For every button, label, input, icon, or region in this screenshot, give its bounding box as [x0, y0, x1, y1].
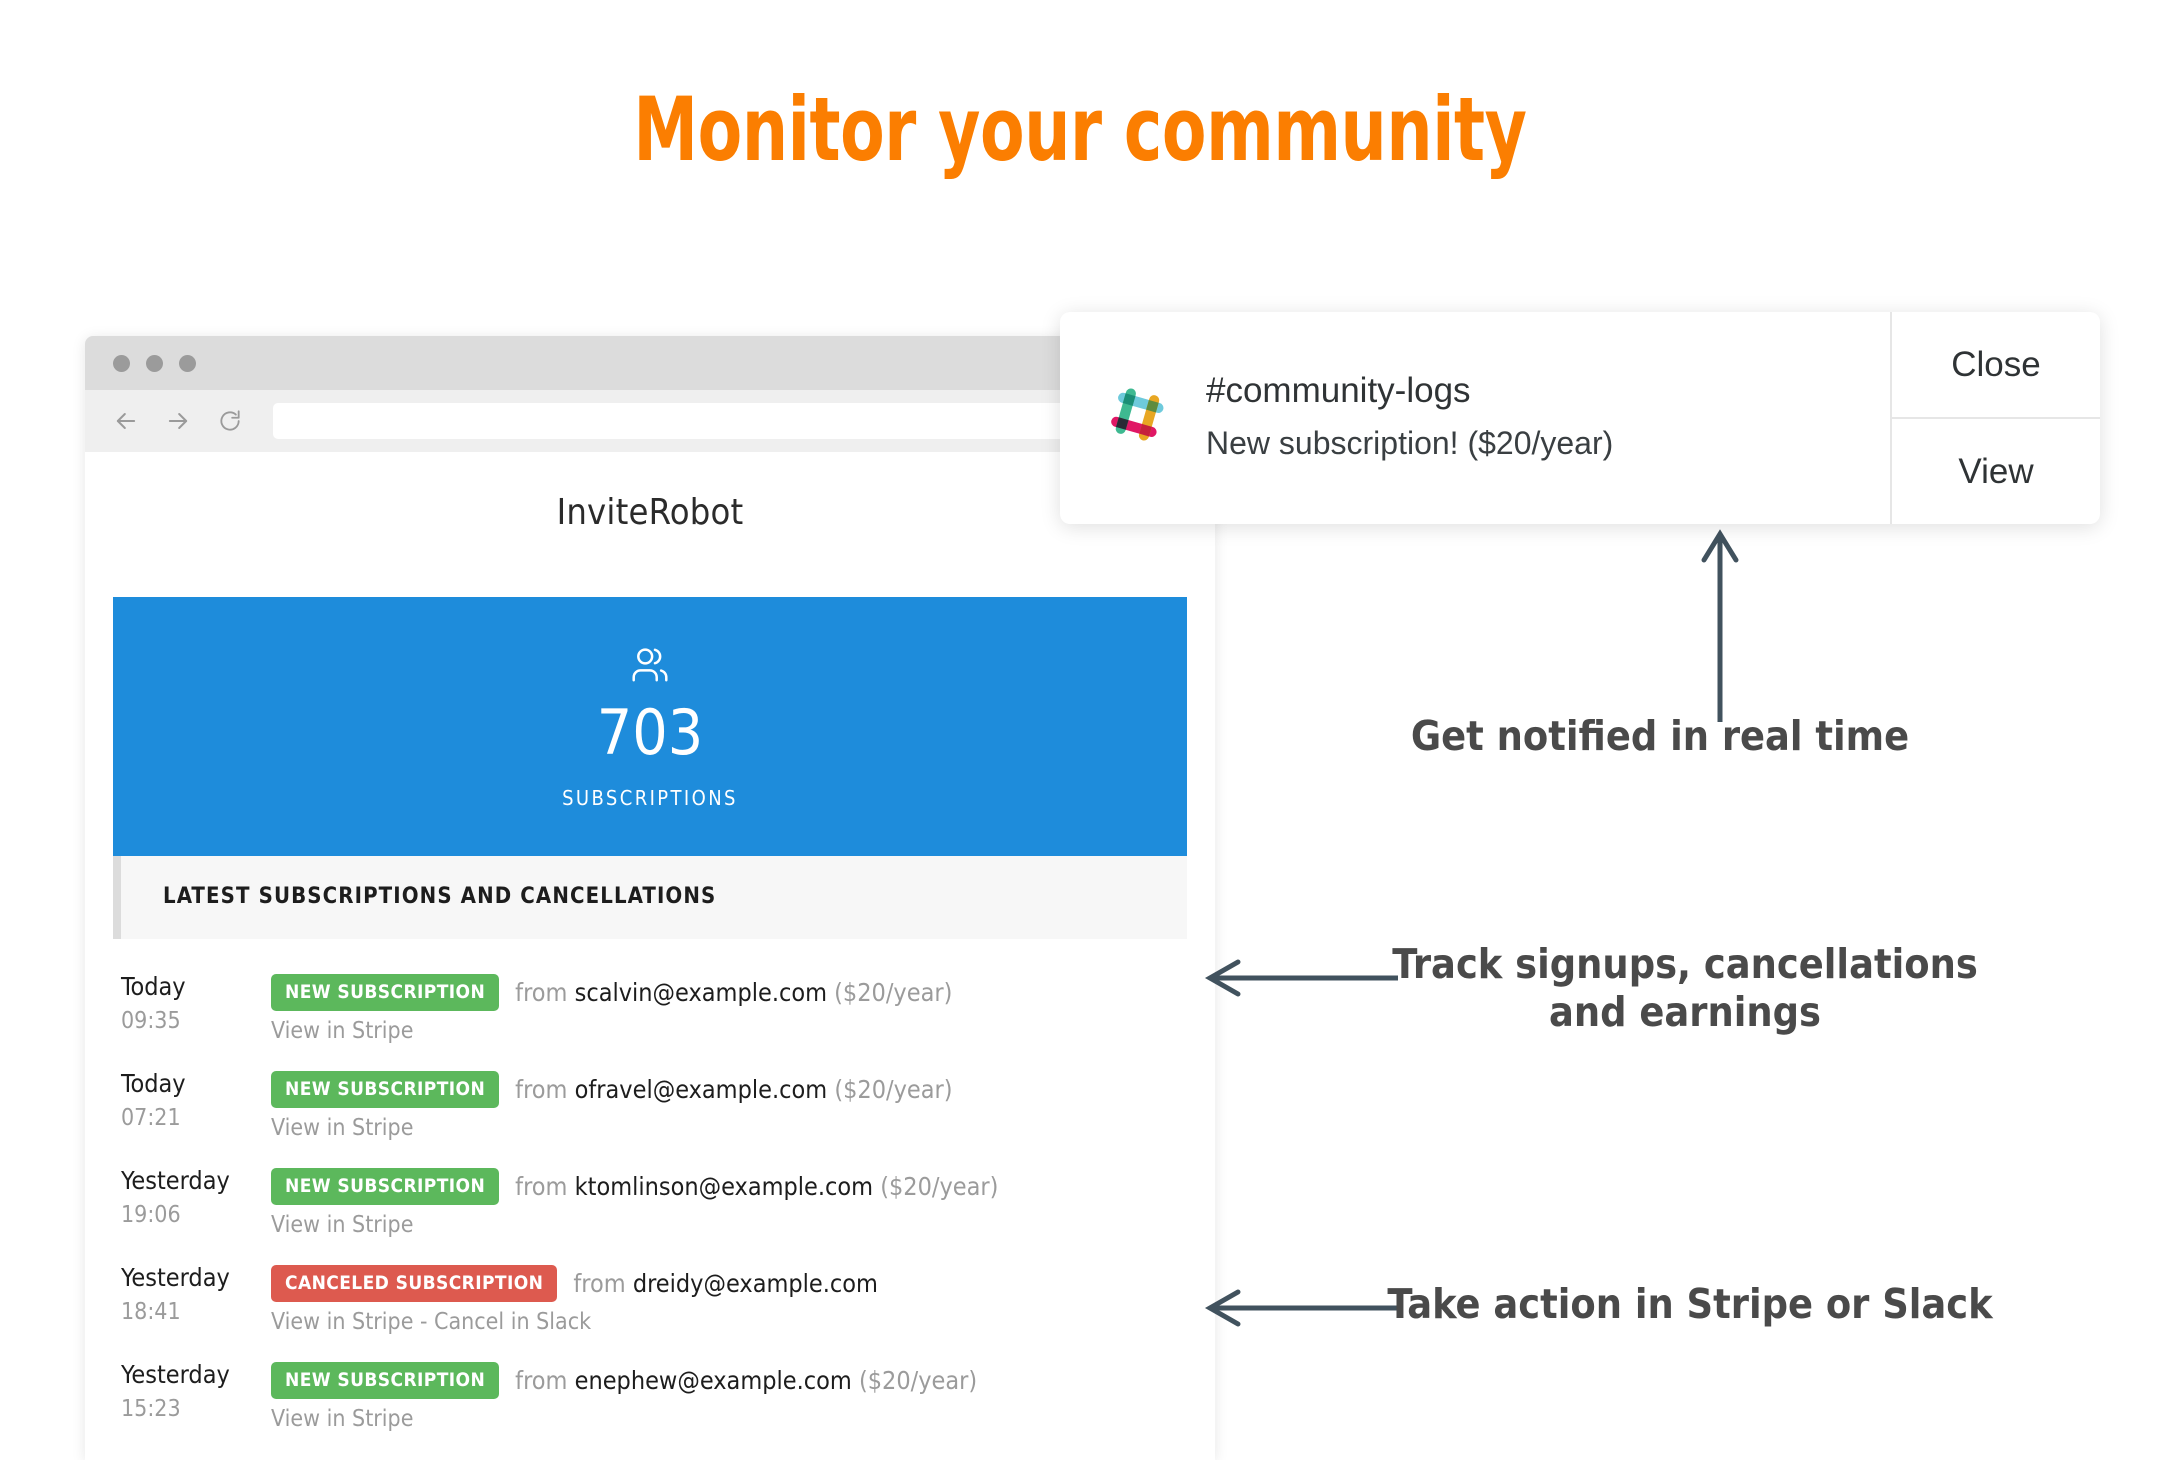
list-item[interactable]: Today 07:21 NEW SUBSCRIPTION from ofrave…: [121, 1069, 1179, 1141]
stat-value: 703: [596, 696, 704, 769]
event-day: Today: [121, 1069, 186, 1098]
slack-icon: [1098, 377, 1176, 460]
stat-label: SUBSCRIPTIONS: [562, 786, 738, 810]
event-email: enephew@example.com: [574, 1366, 852, 1395]
arrow-left-to-cancel-row: [1204, 1289, 1398, 1327]
event-amount: ($20/year): [834, 978, 953, 1007]
event-day: Today: [121, 972, 186, 1001]
event-description: from scalvin@example.com ($20/year): [515, 978, 952, 1007]
event-email: scalvin@example.com: [574, 978, 827, 1007]
url-input[interactable]: [273, 403, 1189, 439]
view-button[interactable]: View: [1892, 417, 2100, 524]
arrow-up-to-notification: [1701, 529, 1739, 722]
event-from: from: [515, 1172, 568, 1201]
reload-icon[interactable]: [215, 406, 245, 436]
event-from: from: [515, 1366, 568, 1395]
event-when: Yesterday 15:23: [121, 1360, 271, 1422]
event-email: ofravel@example.com: [574, 1075, 828, 1104]
status-badge: NEW SUBSCRIPTION: [271, 1362, 500, 1399]
annotation-action: Take action in Stripe or Slack: [1387, 1280, 1993, 1328]
close-button[interactable]: Close: [1951, 344, 2041, 384]
event-amount: ($20/year): [858, 1366, 978, 1395]
event-description: from ktomlinson@example.com ($20/year): [515, 1172, 998, 1201]
page-headline: Monitor your community: [633, 78, 1527, 181]
event-when: Yesterday 19:06: [121, 1166, 271, 1228]
event-when: Yesterday 18:41: [121, 1263, 271, 1325]
annotation-notify: Get notified in real time: [1410, 712, 1910, 760]
arrow-left-to-events-list: [1204, 959, 1398, 997]
list-item[interactable]: Yesterday 15:23 NEW SUBSCRIPTION from en…: [121, 1360, 1179, 1432]
event-day: Yesterday: [121, 1360, 230, 1389]
browser-titlebar: [85, 336, 1215, 390]
browser-window: InviteRobot 703 SUBSCRIPTIONS LATEST SUB…: [85, 336, 1215, 1460]
event-email: ktomlinson@example.com: [574, 1172, 874, 1201]
event-day: Yesterday: [121, 1166, 230, 1195]
event-actions[interactable]: View in Stripe: [271, 1212, 414, 1238]
status-badge: CANCELED SUBSCRIPTION: [271, 1265, 558, 1302]
event-description: from dreidy@example.com: [573, 1269, 878, 1298]
list-item[interactable]: Yesterday 18:41 CANCELED SUBSCRIPTION fr…: [121, 1263, 1179, 1335]
event-body: NEW SUBSCRIPTION from ktomlinson@example…: [271, 1167, 1179, 1238]
annotation-track-line1: Track signups, cancellations: [1392, 940, 1978, 988]
event-when: Today 09:35: [121, 972, 271, 1034]
event-when: Today 07:21: [121, 1069, 271, 1131]
page-content: InviteRobot 703 SUBSCRIPTIONS LATEST SUB…: [85, 452, 1215, 1460]
notification-texts: #community-logs New subscription! ($20/y…: [1206, 371, 1613, 466]
event-email: dreidy@example.com: [632, 1269, 878, 1298]
event-day: Yesterday: [121, 1263, 230, 1292]
list-item[interactable]: Yesterday 19:06 NEW SUBSCRIPTION from kt…: [121, 1166, 1179, 1238]
event-actions[interactable]: View in Stripe: [271, 1406, 414, 1432]
app-title: InviteRobot: [556, 492, 744, 533]
annotation-track: Track signups, cancellations and earning…: [1375, 940, 1995, 1037]
event-amount: ($20/year): [880, 1172, 999, 1201]
event-actions[interactable]: View in Stripe - Cancel in Slack: [271, 1309, 592, 1335]
event-time: 07:21: [121, 1104, 181, 1131]
event-amount: ($20/year): [834, 1075, 953, 1104]
status-badge: NEW SUBSCRIPTION: [271, 1071, 500, 1108]
event-from: from: [515, 978, 568, 1007]
status-badge: NEW SUBSCRIPTION: [271, 1168, 500, 1205]
event-actions[interactable]: View in Stripe: [271, 1018, 414, 1044]
stats-card: 703 SUBSCRIPTIONS LATEST SUBSCRIPTIONS A…: [113, 597, 1187, 939]
status-badge: NEW SUBSCRIPTION: [271, 974, 500, 1011]
event-from: from: [573, 1269, 626, 1298]
event-body: NEW SUBSCRIPTION from ofravel@example.co…: [271, 1070, 1179, 1141]
annotation-track-line2: and earnings: [1548, 988, 1822, 1037]
event-from: from: [515, 1075, 568, 1104]
minimize-dot[interactable]: [146, 354, 163, 372]
maximize-dot[interactable]: [179, 354, 196, 372]
notification-actions: Close View: [1890, 312, 2100, 524]
back-arrow-icon[interactable]: [111, 406, 141, 436]
event-time: 19:06: [121, 1201, 181, 1228]
event-body: CANCELED SUBSCRIPTION from dreidy@exampl…: [271, 1264, 1179, 1335]
list-item[interactable]: Today 09:35 NEW SUBSCRIPTION from scalvi…: [121, 972, 1179, 1044]
event-description: from ofravel@example.com ($20/year): [515, 1075, 952, 1104]
section-header: LATEST SUBSCRIPTIONS AND CANCELLATIONS: [113, 856, 1187, 939]
notification-content: #community-logs New subscription! ($20/y…: [1060, 312, 1890, 524]
slack-notification: #community-logs New subscription! ($20/y…: [1060, 312, 2100, 524]
event-time: 18:41: [121, 1298, 181, 1325]
notification-channel: #community-logs: [1206, 370, 1471, 410]
event-time: 09:35: [121, 1007, 181, 1034]
close-dot[interactable]: [113, 354, 130, 372]
stat-hero: 703 SUBSCRIPTIONS: [113, 597, 1187, 856]
browser-toolbar: [85, 390, 1215, 452]
event-actions[interactable]: View in Stripe: [271, 1115, 414, 1141]
users-icon: [113, 641, 1187, 692]
forward-arrow-icon[interactable]: [163, 406, 193, 436]
event-description: from enephew@example.com ($20/year): [515, 1366, 977, 1395]
notification-message: New subscription! ($20/year): [1206, 424, 1614, 461]
event-time: 15:23: [121, 1395, 181, 1422]
event-body: NEW SUBSCRIPTION from enephew@example.co…: [271, 1361, 1179, 1432]
events-list: Today 09:35 NEW SUBSCRIPTION from scalvi…: [85, 972, 1215, 1432]
event-body: NEW SUBSCRIPTION from scalvin@example.co…: [271, 973, 1179, 1044]
